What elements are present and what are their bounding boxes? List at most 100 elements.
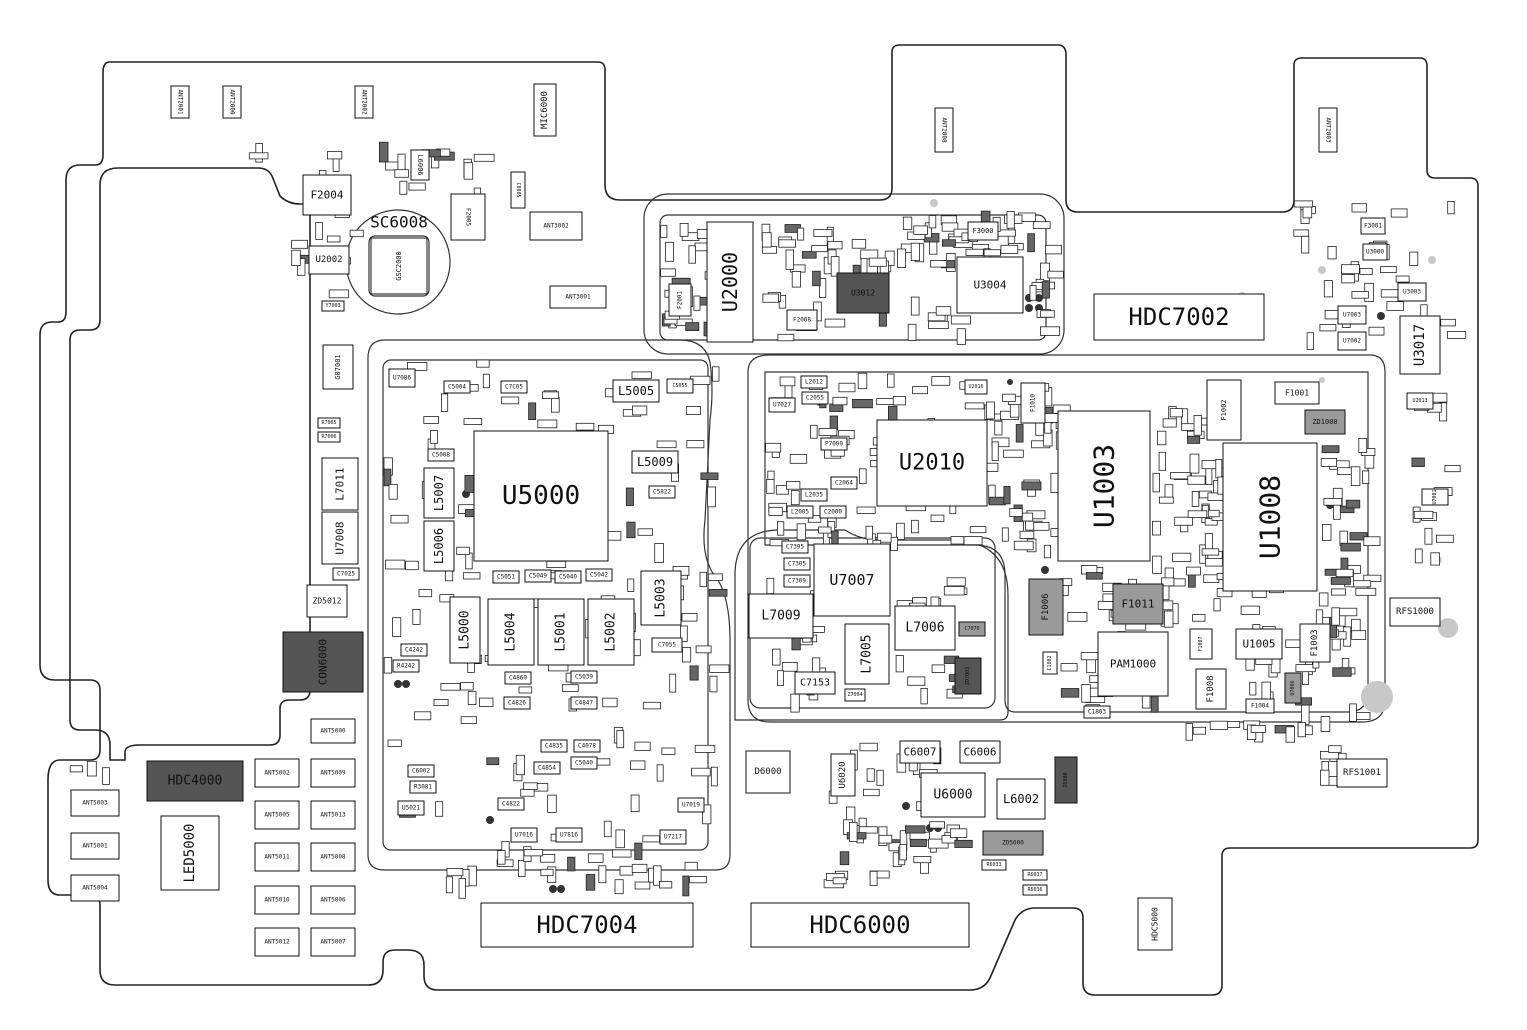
component-u1008[interactable]: U1008 — [1222, 442, 1318, 592]
component-f1008[interactable]: F1008 — [1195, 668, 1227, 710]
component-c4078[interactable]: C4078 — [573, 739, 601, 753]
component-ant2008[interactable]: ANT2008 — [934, 107, 954, 153]
component-c5051[interactable]: C5051 — [492, 570, 520, 584]
component-u2002[interactable]: U2002 — [308, 245, 350, 275]
component-u2013[interactable]: U2013 — [1406, 392, 1434, 410]
component-r7005[interactable]: R7005 — [317, 417, 341, 429]
component-c7025[interactable]: C7025 — [332, 567, 360, 581]
component-u1003[interactable]: U1003 — [1057, 410, 1151, 562]
component-c7055[interactable]: C7055 — [651, 637, 683, 653]
component-u7001[interactable]: U7001 — [1421, 488, 1449, 506]
component-z7004[interactable]: Z7004 — [844, 688, 866, 702]
component-c2000[interactable]: C2000 — [819, 505, 847, 519]
component-sc6008[interactable]: SC6008 — [370, 213, 428, 232]
component-l5004[interactable]: L5004 — [487, 598, 535, 666]
component-ant2002[interactable]: ANT2002 — [354, 85, 374, 119]
component-c2064[interactable]: C2064 — [830, 476, 858, 490]
component-l2005[interactable]: L2005 — [786, 505, 814, 519]
component-ant2000[interactable]: ANT2000 — [222, 85, 242, 119]
component-y7003[interactable]: Y7003 — [321, 300, 345, 312]
component-g07001[interactable]: G07001 — [322, 344, 354, 390]
component-con6000[interactable]: CON6000 — [282, 631, 364, 693]
component-hdc4000[interactable]: HDC4000 — [146, 760, 244, 802]
component-c8805[interactable]: C8805 — [510, 171, 526, 209]
component-c5049[interactable]: C5049 — [524, 569, 552, 583]
component-f1003[interactable]: F1003 — [1299, 623, 1331, 663]
component-u7816[interactable]: U7816 — [555, 827, 583, 843]
component-ant5010[interactable]: ANT5010 — [254, 885, 300, 915]
component-f3000[interactable]: F3000 — [967, 221, 999, 241]
component-l5000[interactable]: L5000 — [449, 596, 481, 664]
component-u3004[interactable]: U3004 — [956, 256, 1024, 314]
component-f1011b[interactable]: F1011 — [1112, 583, 1164, 625]
component-c7070[interactable]: C7070 — [958, 621, 986, 637]
component-l7006[interactable]: L7006 — [894, 605, 956, 651]
component-u3012[interactable]: U3012 — [836, 272, 890, 314]
component-c4847[interactable]: C4847 — [570, 696, 598, 710]
component-hdc5000[interactable]: HDC5000 — [1137, 897, 1173, 951]
component-c4854[interactable]: C4854 — [533, 761, 561, 775]
component-c1802[interactable]: C1802 — [1042, 651, 1058, 675]
component-z6000[interactable]: Z6000 — [1054, 756, 1078, 804]
component-ant5003[interactable]: ANT5003 — [70, 789, 120, 817]
component-u7002[interactable]: U7002 — [1337, 331, 1367, 351]
component-hdc7004[interactable]: HDC7004 — [480, 902, 694, 948]
component-c2055[interactable]: C2055 — [801, 391, 829, 405]
component-l5001[interactable]: L5001 — [537, 598, 585, 666]
component-f1001[interactable]: F1001 — [1274, 381, 1320, 405]
component-u3017[interactable]: U3017 — [1399, 315, 1441, 375]
component-c7309[interactable]: C7309 — [783, 574, 811, 588]
component-c6007[interactable]: C6007 — [899, 740, 941, 764]
component-f2004[interactable]: F2004 — [302, 174, 352, 216]
component-r6036[interactable]: R6036 — [1022, 884, 1048, 896]
component-u6000[interactable]: U6000 — [920, 772, 986, 818]
component-c5040b[interactable]: C5040 — [570, 756, 598, 770]
component-l7009[interactable]: L7009 — [748, 593, 814, 639]
component-u7003[interactable]: U7003 — [1337, 305, 1367, 325]
component-ant3001[interactable]: ANT3001 — [549, 285, 607, 309]
component-l6006[interactable]: L6006 — [410, 149, 430, 181]
component-ant5000[interactable]: ANT5000 — [310, 718, 356, 744]
component-rfs1000[interactable]: RFS1000 — [1389, 597, 1441, 627]
component-c7c05[interactable]: C7C05 — [500, 380, 528, 394]
component-ant5009[interactable]: ANT5009 — [310, 758, 356, 788]
component-ant5001[interactable]: ANT5001 — [70, 832, 120, 860]
component-f2001[interactable]: F2001 — [668, 283, 692, 317]
component-f2005[interactable]: F2005 — [450, 193, 486, 241]
component-ant5013[interactable]: ANT5013 — [310, 800, 356, 830]
component-ant2001[interactable]: ANT2001 — [170, 85, 190, 119]
component-c5822[interactable]: C5822 — [648, 485, 676, 499]
component-c6002[interactable]: C6002 — [407, 764, 435, 778]
component-f1007[interactable]: F1007 — [1189, 628, 1213, 660]
component-mic6000[interactable]: MIC6000 — [533, 83, 557, 137]
component-l5003[interactable]: L5003 — [640, 570, 682, 626]
component-c6006[interactable]: C6006 — [959, 740, 1001, 764]
component-u2010[interactable]: U2010 — [876, 419, 988, 507]
component-ant5011[interactable]: ANT5011 — [254, 842, 300, 872]
component-ant5004[interactable]: ANT5004 — [70, 874, 120, 902]
component-d6000[interactable]: D6000 — [745, 750, 791, 794]
component-u7008[interactable]: U7008 — [321, 511, 359, 565]
component-c7395[interactable]: C7395 — [781, 540, 809, 554]
component-led5000[interactable]: LED5000 — [160, 815, 220, 891]
component-u7086b[interactable]: U7086 — [1284, 672, 1302, 704]
component-u6020[interactable]: U6020 — [830, 753, 856, 797]
component-gsc2000[interactable]: GSC2000 — [370, 237, 428, 295]
component-ant5012[interactable]: ANT5012 — [254, 927, 300, 957]
component-ant5008[interactable]: ANT5008 — [310, 842, 356, 872]
component-l2035[interactable]: L2035 — [800, 488, 828, 502]
component-ant5006[interactable]: ANT5006 — [310, 885, 356, 915]
component-u1005[interactable]: U1005 — [1235, 628, 1283, 660]
component-u2000[interactable]: U2000 — [706, 221, 754, 343]
component-u7027[interactable]: U7027 — [768, 397, 796, 413]
component-ant2003[interactable]: ANT2003 — [1318, 107, 1338, 153]
component-c7153[interactable]: C7153 — [794, 671, 836, 695]
component-r4242[interactable]: R4242 — [392, 659, 420, 673]
component-l7011[interactable]: L7011 — [321, 457, 359, 511]
component-u7019[interactable]: U7019 — [677, 797, 705, 813]
component-ant5002[interactable]: ANT5002 — [254, 758, 300, 788]
component-zd7003[interactable]: ZD7003 — [954, 657, 982, 695]
component-c4860[interactable]: C4860 — [504, 671, 532, 685]
component-hdc7002[interactable]: HDC7002 — [1093, 293, 1265, 341]
component-hdc6000[interactable]: HDC6000 — [750, 902, 970, 948]
